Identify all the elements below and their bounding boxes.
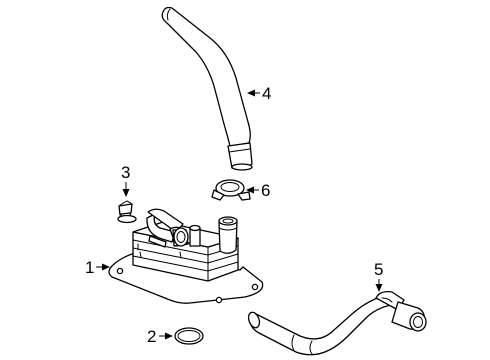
- callout-6: 6: [246, 181, 270, 200]
- lower-hose: [247, 290, 427, 356]
- callout-4: 4: [247, 84, 271, 103]
- oil-cooler: [108, 208, 264, 304]
- callout-1: 1: [85, 258, 110, 277]
- callout-number: 4: [262, 84, 271, 103]
- upper-hose: [161, 6, 253, 171]
- callout-5: 5: [374, 260, 383, 292]
- callout-number: 5: [374, 260, 383, 279]
- callout-number: 1: [85, 258, 94, 277]
- bolt: [117, 200, 137, 224]
- callout-number: 3: [121, 163, 130, 182]
- callout-2: 2: [147, 327, 173, 346]
- o-ring: [174, 327, 204, 345]
- callout-number: 2: [147, 327, 156, 346]
- callout-number: 6: [261, 181, 270, 200]
- hose-clamp: [211, 179, 251, 201]
- callout-3: 3: [121, 163, 130, 197]
